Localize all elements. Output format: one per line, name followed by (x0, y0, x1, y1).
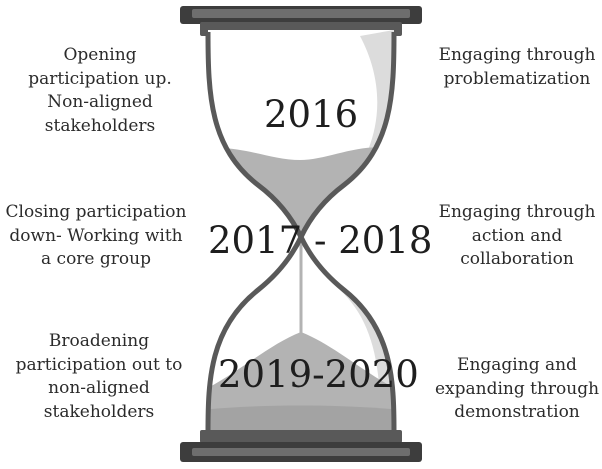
right-phase-3: Engaging and expanding through demonstra… (434, 355, 600, 422)
left-phase-2: Closing participation down- Working with… (5, 202, 187, 269)
sand-stream (299, 238, 303, 336)
year-middle-right: - 2018 (314, 219, 433, 262)
year-top: 2016 (264, 93, 359, 136)
right-phase-1: Engaging through problematization (438, 45, 596, 89)
bottom-cap (180, 430, 422, 462)
left-phase-1: Opening participation up. Non-aligned st… (28, 45, 172, 136)
right-phase-2: Engaging through action and collaboratio… (438, 202, 596, 269)
left-phase-3: Broadening participation out to non-alig… (15, 331, 183, 422)
year-bottom: 2019-2020 (218, 353, 419, 396)
sand-bottom (208, 332, 394, 432)
glass-outline (205, 31, 397, 433)
year-middle-left: 2017 (208, 219, 303, 262)
